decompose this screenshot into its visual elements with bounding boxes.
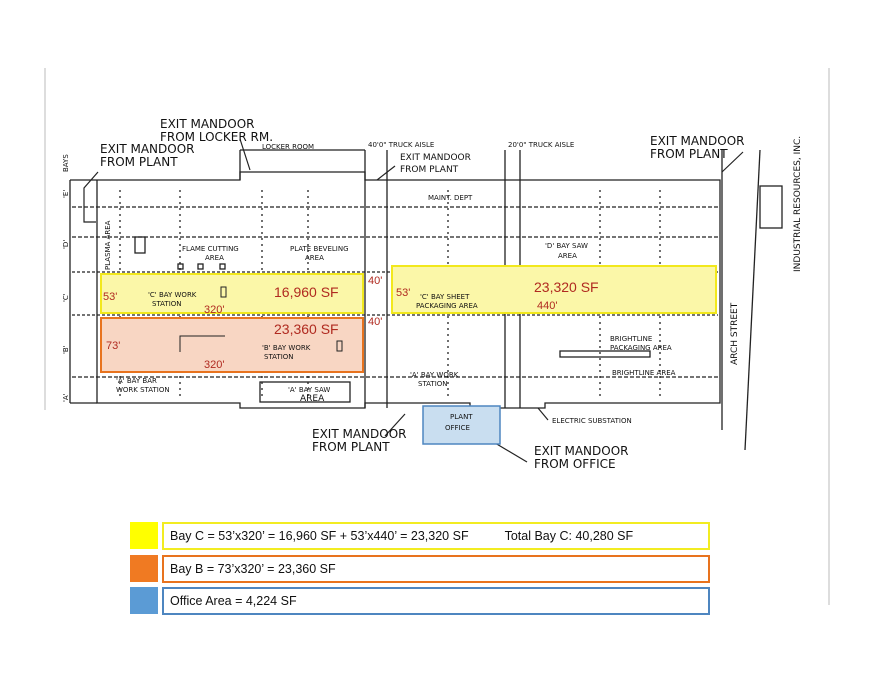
exit-plant-right-label-2: FROM PLANT [650, 147, 728, 161]
brightline-packaging-label-1: BRIGHTLINE [610, 335, 652, 343]
plant-office-label-2: OFFICE [445, 424, 470, 432]
bay-letter-d: 'D' [62, 240, 70, 249]
bay-b-length: 320' [204, 359, 224, 371]
exit-office-label-2: FROM OFFICE [534, 457, 616, 471]
electric-substation-label: ELECTRIC SUBSTATION [552, 417, 632, 425]
bay-b-area: 23,360 SF [274, 321, 339, 337]
truck-aisle-2-label: 20'0" TRUCK AISLE [508, 141, 574, 149]
exit-locker-label-1: EXIT MANDOOR [160, 117, 255, 131]
legend-row-bay-c: Bay C = 53’x320’ = 16,960 SF + 53’x440’ … [162, 522, 710, 550]
bays-label: BAYS [62, 154, 70, 172]
truck-aisle-1-label: 40'0" TRUCK AISLE [368, 141, 434, 149]
legend-swatch-bay-c [130, 522, 158, 549]
legend-row-bay-b: Bay B = 73’x320’ = 23,360 SF [162, 555, 710, 583]
exit-plant-mid-label-2: FROM PLANT [400, 165, 459, 175]
legend-row-office: Office Area = 4,224 SF [162, 587, 710, 615]
leader-lines [83, 138, 744, 463]
bay-c-right-length: 440' [537, 300, 557, 312]
flame-cutting-label-2: AREA [205, 254, 224, 262]
c-bay-work-label-1: 'C' BAY WORK [148, 291, 197, 299]
b-bay-work-label-1: 'B' BAY WORK [262, 344, 311, 352]
c-bay-sheet-label-2: PACKAGING AREA [416, 302, 478, 310]
a-bay-work-label-1: 'A' BAY WORK [410, 371, 459, 379]
exit-plant-mid-label-1: EXIT MANDOOR [400, 153, 471, 163]
bay-letter-b: 'B' [62, 345, 70, 354]
legend-office-text: Office Area = 4,224 SF [170, 594, 297, 608]
exit-plant-left-label-1: EXIT MANDOOR [100, 142, 195, 156]
legend-swatch-bay-b [130, 555, 158, 582]
c-bay-work-label-2: STATION [152, 300, 182, 308]
a-bay-saw-label-1: 'A' BAY SAW [288, 386, 330, 394]
bay-letter-c: 'C' [62, 293, 70, 302]
bay-c-left-length: 320' [204, 304, 224, 316]
legend-bay-c-total: Total Bay C: 40,280 SF [504, 529, 634, 543]
bay-c-right-overlay [391, 265, 717, 314]
bay-c-left-overlay [100, 273, 364, 314]
exit-plant-left-label-2: FROM PLANT [100, 155, 178, 169]
brightline-packaging-label-2: PACKAGING AREA [610, 344, 672, 352]
exit-locker-label-2: FROM LOCKER RM. [160, 130, 273, 144]
bay-c-left-area: 16,960 SF [274, 284, 339, 300]
plasma-area-label: PLASMA AREA [104, 220, 112, 270]
d-bay-saw-label-1: 'D' BAY SAW [545, 242, 588, 250]
bay-letter-a: 'A' [62, 393, 70, 402]
plant-office-overlay [422, 405, 501, 445]
exit-plant-bottom-label-2: FROM PLANT [312, 440, 390, 454]
workstation-markers [179, 286, 343, 352]
locker-room-label: LOCKER ROOM [262, 143, 314, 151]
gap-b-label: 40' [368, 316, 382, 328]
legend-bay-c-text: Bay C = 53’x320’ = 16,960 SF + 53’x440’ … [170, 529, 469, 543]
d-bay-saw-label-2: AREA [558, 252, 577, 260]
bay-c-right-width: 53' [396, 287, 410, 299]
plant-office-label-1: PLANT [450, 413, 473, 421]
a-bay-bar-label-2: WORK STATION [116, 386, 170, 394]
a-bay-saw-label-2: AREA [300, 394, 325, 404]
company-label: INDUSTRIAL RESOURCES, INC. [793, 136, 803, 272]
c-bay-sheet-label-1: 'C' BAY SHEET [420, 293, 470, 301]
legend-swatch-office [130, 587, 158, 614]
legend-bay-b-text: Bay B = 73’x320’ = 23,360 SF [170, 562, 336, 576]
flame-cutting-label-1: FLAME CUTTING [182, 245, 239, 253]
a-bay-work-label-2: STATION [418, 380, 448, 388]
bay-b-overlay [100, 317, 364, 373]
plate-beveling-label-1: PLATE BEVELING [290, 245, 349, 253]
exit-office-label-1: EXIT MANDOOR [534, 444, 629, 458]
street-label: ARCH STREET [730, 302, 740, 365]
maint-dept-label: MAINT. DEPT [428, 194, 473, 202]
gap-c-label: 40' [368, 275, 382, 287]
b-bay-work-label-2: STATION [264, 353, 294, 361]
brightline-area-label: BRIGHTLINE AREA [612, 369, 676, 377]
bay-c-left-width: 53' [103, 291, 117, 303]
exit-plant-bottom-label-1: EXIT MANDOOR [312, 427, 407, 441]
plate-beveling-label-2: AREA [305, 254, 324, 262]
exit-plant-right-label-1: EXIT MANDOOR [650, 134, 745, 148]
a-bay-bar-label-1: 'A' BAY BAR [116, 377, 157, 385]
bay-c-right-area: 23,320 SF [534, 279, 599, 295]
bay-letter-e: 'E' [62, 190, 70, 198]
bay-b-width: 73' [106, 340, 120, 352]
